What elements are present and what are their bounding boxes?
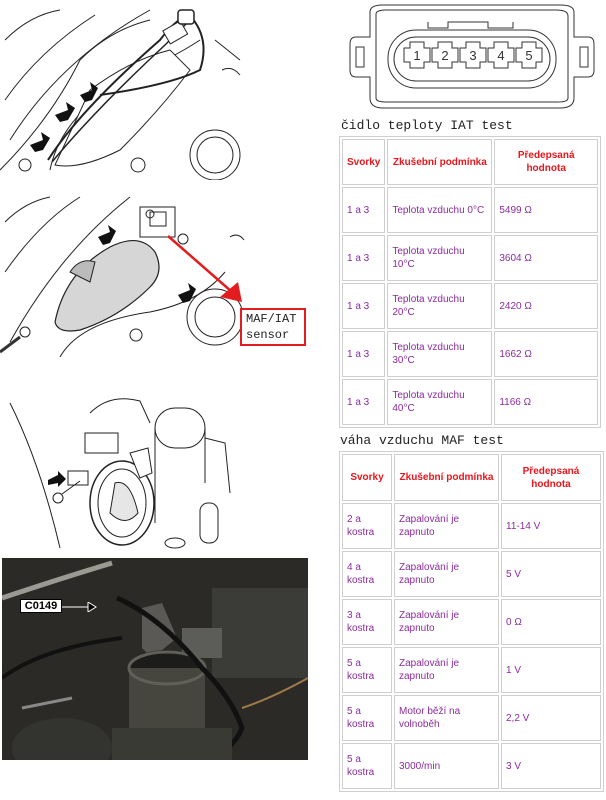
engine-bay-photo	[2, 558, 308, 760]
arrow-icon	[30, 132, 50, 152]
pin-1: 1	[413, 48, 420, 63]
iat-test-heading: čidlo teploty IAT test	[341, 118, 513, 133]
figure-intake-duct-sensor	[0, 192, 245, 362]
arrow-icon	[98, 225, 116, 245]
table-header-row: Svorky Zkušební podmínka Předepsaná hodn…	[342, 454, 601, 501]
cell-condition: Zapalování je zapnuto	[394, 647, 499, 693]
arrow-icon	[80, 82, 98, 102]
cell-value: 1166 Ω	[494, 379, 598, 425]
cell-value: 0 Ω	[501, 599, 601, 645]
cell-terminals: 2 a kostra	[342, 503, 392, 549]
cell-value: 5 V	[501, 551, 601, 597]
cell-condition: Teplota vzduchu 10°C	[387, 235, 493, 281]
table-row: 1 a 3 Teplota vzduchu 0°C 5499 Ω	[342, 187, 598, 233]
label-pointer-arrow-icon	[62, 602, 97, 612]
cell-value: 11-14 V	[501, 503, 601, 549]
pin-4: 4	[497, 48, 504, 63]
table-row: 5 a kostra 3000/min 3 V	[342, 743, 601, 789]
cell-terminals: 1 a 3	[342, 283, 386, 329]
pin-3: 3	[469, 48, 476, 63]
figure-maf-housing	[0, 383, 240, 553]
cell-terminals: 5 a kostra	[342, 647, 392, 693]
cell-value: 2420 Ω	[494, 283, 598, 329]
table-row: 5 a kostra Motor běží na volnoběh 2,2 V	[342, 695, 601, 741]
cell-terminals: 1 a 3	[342, 331, 386, 377]
figure-intake-hose-harness	[0, 0, 245, 180]
cell-value: 3 V	[501, 743, 601, 789]
table-header-row: Svorky Zkušební podmínka Předepsaná hodn…	[342, 139, 598, 185]
cell-condition: Teplota vzduchu 20°C	[387, 283, 493, 329]
table-row: 1 a 3 Teplota vzduchu 40°C 1166 Ω	[342, 379, 598, 425]
col-value: Předepsaná hodnota	[501, 454, 601, 501]
connector-label-c0149: C0149	[20, 599, 62, 613]
cell-terminals: 3 a kostra	[342, 599, 392, 645]
table-row: 1 a 3 Teplota vzduchu 10°C 3604 Ω	[342, 235, 598, 281]
cell-terminals: 1 a 3	[342, 235, 386, 281]
cell-condition: 3000/min	[394, 743, 499, 789]
col-condition: Zkušební podmínka	[387, 139, 493, 185]
pin-5: 5	[525, 48, 532, 63]
callout-line-1: MAF/IAT	[246, 312, 297, 326]
cell-terminals: 5 a kostra	[342, 743, 392, 789]
cell-value: 3604 Ω	[494, 235, 598, 281]
col-terminals: Svorky	[342, 454, 392, 501]
callout-line-2: sensor	[246, 328, 290, 342]
cell-condition: Motor běží na volnoběh	[394, 695, 499, 741]
arrow-icon	[48, 471, 66, 487]
cell-condition: Teplota vzduchu 40°C	[387, 379, 493, 425]
cell-terminals: 1 a 3	[342, 379, 386, 425]
cell-condition: Zapalování je zapnuto	[394, 551, 499, 597]
cell-condition: Teplota vzduchu 0°C	[387, 187, 493, 233]
table-row: 2 a kostra Zapalování je zapnuto 11-14 V	[342, 503, 601, 549]
cell-value: 5499 Ω	[494, 187, 598, 233]
callout-arrow-icon	[220, 282, 242, 302]
connector-pins	[403, 41, 543, 69]
cell-terminals: 5 a kostra	[342, 695, 392, 741]
table-row: 5 a kostra Zapalování je zapnuto 1 V	[342, 647, 601, 693]
table-row: 4 a kostra Zapalování je zapnuto 5 V	[342, 551, 601, 597]
cell-terminals: 1 a 3	[342, 187, 386, 233]
iat-test-table: Svorky Zkušební podmínka Předepsaná hodn…	[339, 136, 601, 428]
col-condition: Zkušební podmínka	[394, 454, 499, 501]
cell-condition: Zapalování je zapnuto	[394, 599, 499, 645]
table-row: 1 a 3 Teplota vzduchu 20°C 2420 Ω	[342, 283, 598, 329]
arrow-icon	[178, 283, 196, 303]
sensor-connector-diagram: 1 2 3 4 5	[348, 2, 596, 112]
cell-value: 1662 Ω	[494, 331, 598, 377]
table-row: 1 a 3 Teplota vzduchu 30°C 1662 Ω	[342, 331, 598, 377]
arrow-icon	[55, 102, 75, 122]
cell-value: 1 V	[501, 647, 601, 693]
table-row: 3 a kostra Zapalování je zapnuto 0 Ω	[342, 599, 601, 645]
col-terminals: Svorky	[342, 139, 386, 185]
col-value: Předepsaná hodnota	[494, 139, 598, 185]
cell-terminals: 4 a kostra	[342, 551, 392, 597]
maf-test-table: Svorky Zkušební podmínka Předepsaná hodn…	[339, 451, 604, 792]
pin-2: 2	[441, 48, 448, 63]
cell-value: 2,2 V	[501, 695, 601, 741]
maf-iat-sensor-callout: MAF/IAT sensor	[240, 308, 306, 346]
maf-test-heading: váha vzduchu MAF test	[340, 433, 504, 448]
cell-condition: Teplota vzduchu 30°C	[387, 331, 493, 377]
cell-condition: Zapalování je zapnuto	[394, 503, 499, 549]
